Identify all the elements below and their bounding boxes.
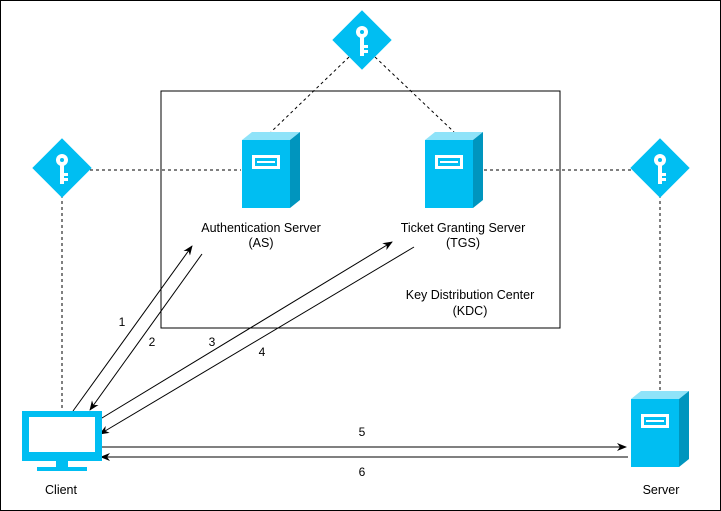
arrow-step-2 — [89, 253, 203, 411]
client-label: Client — [45, 483, 77, 497]
kdc-abbr-label: (KDC) — [453, 304, 488, 318]
tgs-server-icon — [425, 132, 483, 208]
step-5-label: 5 — [359, 425, 366, 439]
tgs-abbr-label: (TGS) — [446, 236, 480, 250]
arrow-step-3 — [96, 241, 393, 422]
step-1-label: 1 — [119, 315, 126, 329]
key-icon — [32, 138, 92, 198]
server-icon — [631, 391, 689, 467]
arrow-step-1 — [72, 245, 193, 412]
kdc-title-label: Key Distribution Center — [406, 288, 535, 302]
as-server-icon — [242, 132, 300, 208]
as-abbr-label: (AS) — [249, 236, 274, 250]
tgs-name-label: Ticket Granting Server — [401, 221, 526, 235]
step-6-label: 6 — [359, 465, 366, 479]
kdc-box — [160, 90, 561, 329]
key-icon — [630, 138, 690, 198]
step-2-label: 2 — [149, 335, 156, 349]
message-arrows — [72, 241, 628, 461]
step-4-label: 4 — [259, 345, 266, 359]
monitor-icon — [22, 411, 102, 471]
server-label: Server — [643, 483, 680, 497]
as-name-label: Authentication Server — [201, 221, 321, 235]
key-icon — [332, 10, 392, 70]
key-links — [61, 56, 661, 411]
arrow-step-4 — [99, 246, 415, 435]
step-3-label: 3 — [209, 335, 216, 349]
